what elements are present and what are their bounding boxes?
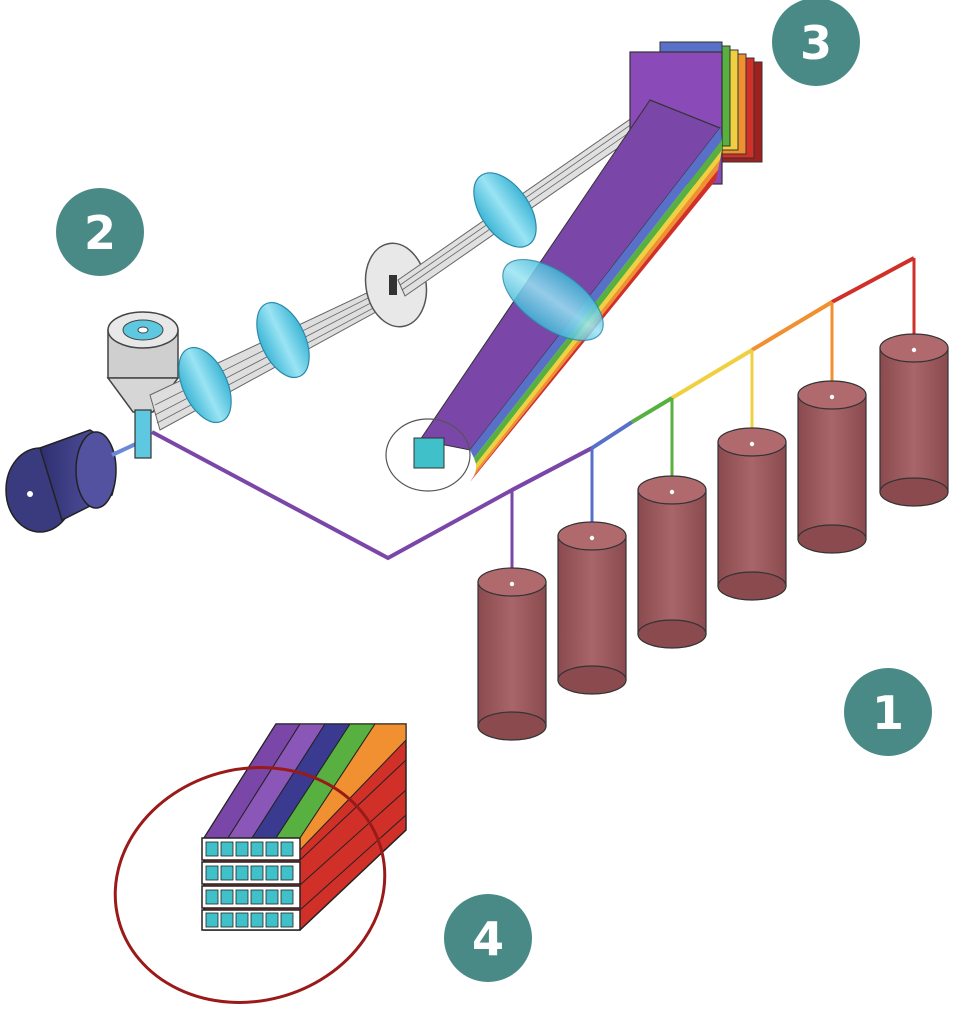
- badge-3-label: 3: [800, 16, 832, 70]
- highlight-circle: [113, 766, 387, 1004]
- badge-1: 1: [844, 668, 932, 756]
- badge-4: 4: [444, 894, 532, 982]
- excitation-fiber: [151, 430, 593, 561]
- badge-1-label: 1: [872, 686, 904, 740]
- dispersed-beam: [419, 99, 722, 482]
- lens-icon: [178, 301, 310, 424]
- fiber-bundle-icon: [385, 418, 471, 492]
- grating-beam: [397, 103, 665, 297]
- badge-3: 3: [772, 0, 860, 86]
- output-fibers: [510, 256, 916, 580]
- badge-2: 2: [56, 188, 144, 276]
- detector-icon: [477, 333, 949, 741]
- laser-icon: [5, 429, 141, 533]
- badge-4-label: 4: [472, 912, 504, 966]
- fiber-bundle-large: [201, 723, 407, 931]
- sample-stage-icon: [106, 311, 180, 459]
- pinhole-icon: [364, 242, 428, 328]
- badge-2-label: 2: [84, 206, 116, 260]
